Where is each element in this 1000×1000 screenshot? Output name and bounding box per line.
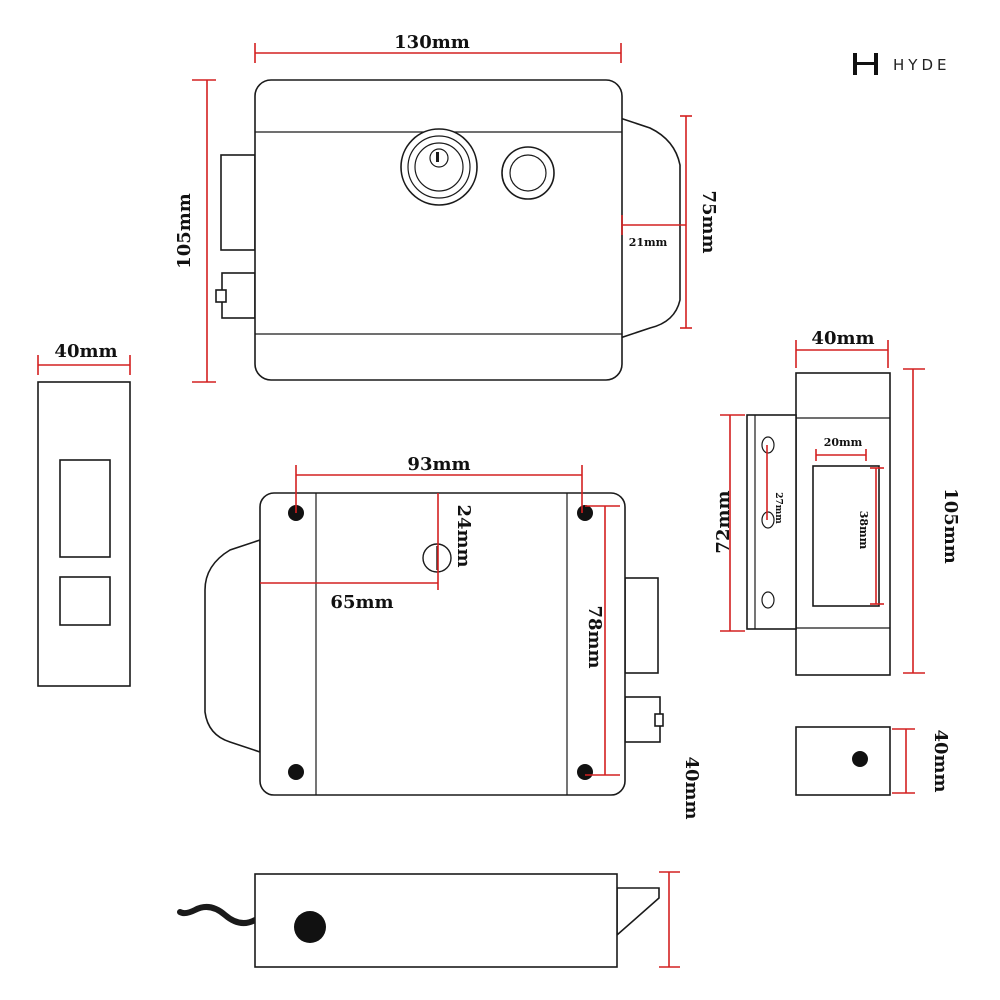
dim-label-105mm-keeper: 105mm bbox=[940, 488, 961, 564]
keeper-bottom-body bbox=[795, 726, 891, 796]
dim-cylinder-65: 65mm bbox=[260, 582, 438, 613]
front-deadbolt bbox=[220, 154, 256, 251]
dim-label-21mm: 21mm bbox=[629, 236, 668, 249]
bottom-latch bbox=[616, 887, 660, 937]
dim-width-130: 130mm bbox=[254, 32, 622, 63]
hyde-logo-icon bbox=[853, 53, 878, 75]
bottom-body bbox=[254, 873, 618, 968]
strike-plate-slot-large bbox=[59, 459, 111, 558]
front-latch-bolt bbox=[619, 116, 681, 340]
plate-hole-icon bbox=[761, 436, 775, 454]
front-small-bolt-tip bbox=[215, 289, 227, 303]
bottom-hole-icon bbox=[294, 911, 326, 943]
brand-name: HYDE bbox=[893, 56, 950, 74]
dim-keeper-holes-27: 27mm bbox=[766, 445, 783, 524]
lock-front-view: 130mm 105mm 75mm 21mm bbox=[174, 32, 719, 383]
dim-height-105: 105mm bbox=[174, 79, 216, 383]
plate-hole-icon bbox=[761, 511, 775, 529]
dim-keeper-opening-38: 38mm bbox=[857, 467, 884, 605]
mounting-hole-icon bbox=[577, 505, 593, 521]
brand-logo: HYDE bbox=[853, 53, 950, 75]
back-deadbolt bbox=[624, 577, 659, 674]
keeper-side-view: 40mm 105mm 72mm 20mm 38mm 27m bbox=[713, 328, 961, 676]
release-button-icon bbox=[501, 146, 555, 200]
back-latch-bolt bbox=[204, 538, 261, 754]
dim-label-78mm: 78mm bbox=[584, 605, 605, 668]
strike-plate-slot-small bbox=[59, 576, 111, 626]
keeper-bottom-view: 40mm bbox=[795, 726, 951, 796]
back-small-bolt bbox=[624, 696, 661, 743]
dim-label-38mm: 38mm bbox=[857, 511, 870, 550]
dim-height-75: 75mm bbox=[680, 115, 719, 329]
dim-label-105mm-front: 105mm bbox=[174, 193, 195, 269]
dim-cylinder-24: 24mm bbox=[437, 493, 474, 590]
dim-label-40mm-keeper-bottom: 40mm bbox=[930, 729, 951, 792]
dim-offset-21: 21mm bbox=[621, 215, 686, 249]
dim-strike-width-40: 40mm bbox=[37, 341, 131, 375]
dim-label-40mm-keeper: 40mm bbox=[811, 328, 874, 349]
dim-label-65mm: 65mm bbox=[330, 592, 393, 613]
dim-hole-spacing-78: 78mm bbox=[584, 505, 620, 776]
cable-wire bbox=[177, 903, 258, 927]
dim-label-93mm: 93mm bbox=[407, 454, 470, 475]
dim-keeper-width-40: 40mm bbox=[795, 328, 889, 368]
dim-label-130mm: 130mm bbox=[394, 32, 470, 53]
lock-back-view: 93mm 24mm 65mm 78mm 40mm bbox=[204, 454, 702, 820]
dim-keeper-plate-72: 72mm bbox=[713, 414, 745, 632]
keeper-opening bbox=[812, 465, 880, 607]
dim-label-40mm-strike: 40mm bbox=[54, 341, 117, 362]
dim-keeper-bottom-40: 40mm bbox=[892, 728, 951, 794]
dim-label-27mm: 27mm bbox=[773, 492, 783, 524]
dim-label-40mm-back: 40mm bbox=[681, 756, 702, 819]
dim-label-75mm: 75mm bbox=[698, 190, 719, 253]
dim-label-24mm: 24mm bbox=[453, 504, 474, 567]
dim-bottom-40 bbox=[659, 871, 680, 968]
dim-keeper-height-105: 105mm bbox=[903, 368, 961, 674]
dim-label-72mm: 72mm bbox=[713, 490, 734, 553]
back-body bbox=[259, 492, 626, 796]
front-small-bolt bbox=[221, 272, 256, 319]
dim-hole-spacing-93: 93mm bbox=[295, 454, 583, 513]
lock-bottom-view bbox=[177, 871, 680, 968]
strike-plate-front: 40mm bbox=[37, 341, 131, 687]
dim-label-20mm: 20mm bbox=[824, 436, 863, 449]
key-cylinder-icon bbox=[400, 128, 478, 206]
keeper-hole-icon bbox=[852, 751, 868, 767]
front-body bbox=[254, 79, 623, 381]
plate-hole-icon bbox=[761, 591, 775, 609]
back-small-bolt-tip bbox=[654, 713, 664, 727]
mounting-hole-icon bbox=[577, 764, 593, 780]
cylinder-hole-icon bbox=[422, 543, 452, 573]
mounting-hole-icon bbox=[288, 764, 304, 780]
dim-keeper-opening-20: 20mm bbox=[815, 436, 867, 461]
